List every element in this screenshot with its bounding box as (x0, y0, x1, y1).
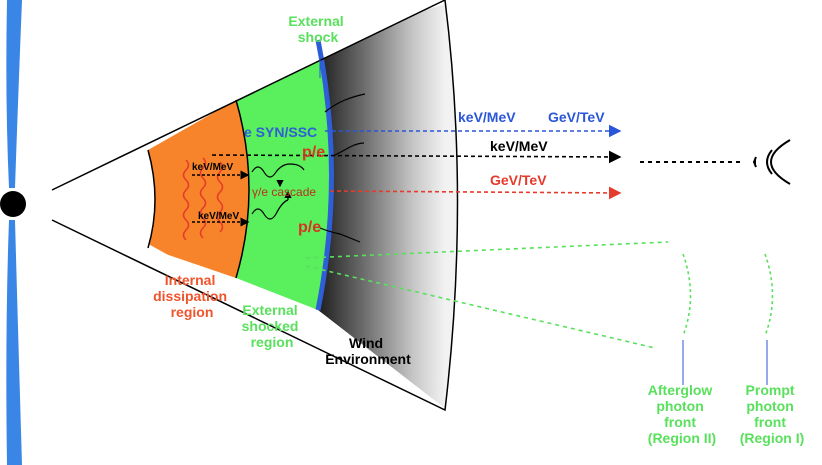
ray-black-kev-label: keV/MeV (490, 138, 548, 154)
pe-upper-label: p/e (302, 144, 325, 161)
prompt-photon-front (764, 253, 774, 337)
jet-upper-lobe (6, 0, 22, 188)
prompt-front-label: Prompt photon front (Region I) (740, 382, 805, 446)
ray-blue-kev-label: keV/MeV (458, 109, 516, 125)
afterglow-photon-front (682, 253, 692, 337)
observer-eye-icon (752, 139, 791, 185)
wind-environment-region (318, 0, 458, 410)
external-shocked-region-label: External shocked region (242, 302, 303, 350)
pe-lower-label: p/e (298, 219, 321, 236)
cone-outline (51, 0, 459, 412)
inner-kev-lower-label: keV/MeV (198, 211, 239, 222)
ray-blue-gev-label: GeV/TeV (548, 109, 605, 125)
ray-red-gev-label: GeV/TeV (490, 172, 547, 188)
central-engine (0, 191, 26, 217)
afterglow-front-label: Afterglow photon front (Region II) (648, 382, 716, 446)
inner-kev-upper-label: keV/MeV (192, 162, 233, 173)
internal-dissipation-region (148, 100, 249, 278)
ray-black (211, 150, 622, 164)
boundary-internal (147, 149, 156, 249)
external-shock-label: External shock (288, 13, 347, 45)
external-shocked-region (236, 40, 332, 310)
boundary-shocked (235, 99, 250, 279)
gamma-cascade-label: γ/e cascade (252, 185, 316, 199)
ray-red (329, 186, 622, 200)
internal-wavy-lines (182, 157, 224, 241)
wind-environment-label: Wind Environment (325, 335, 411, 367)
jet-lower-lobe (6, 220, 22, 465)
internal-dissipation-label: Internal dissipation region (153, 272, 231, 320)
external-shock-front (315, 39, 334, 311)
e-syn-ssc-label: e SYN/SSC (244, 124, 317, 140)
cascade-squiggles (251, 93, 366, 243)
afterglow-rays (305, 241, 669, 349)
